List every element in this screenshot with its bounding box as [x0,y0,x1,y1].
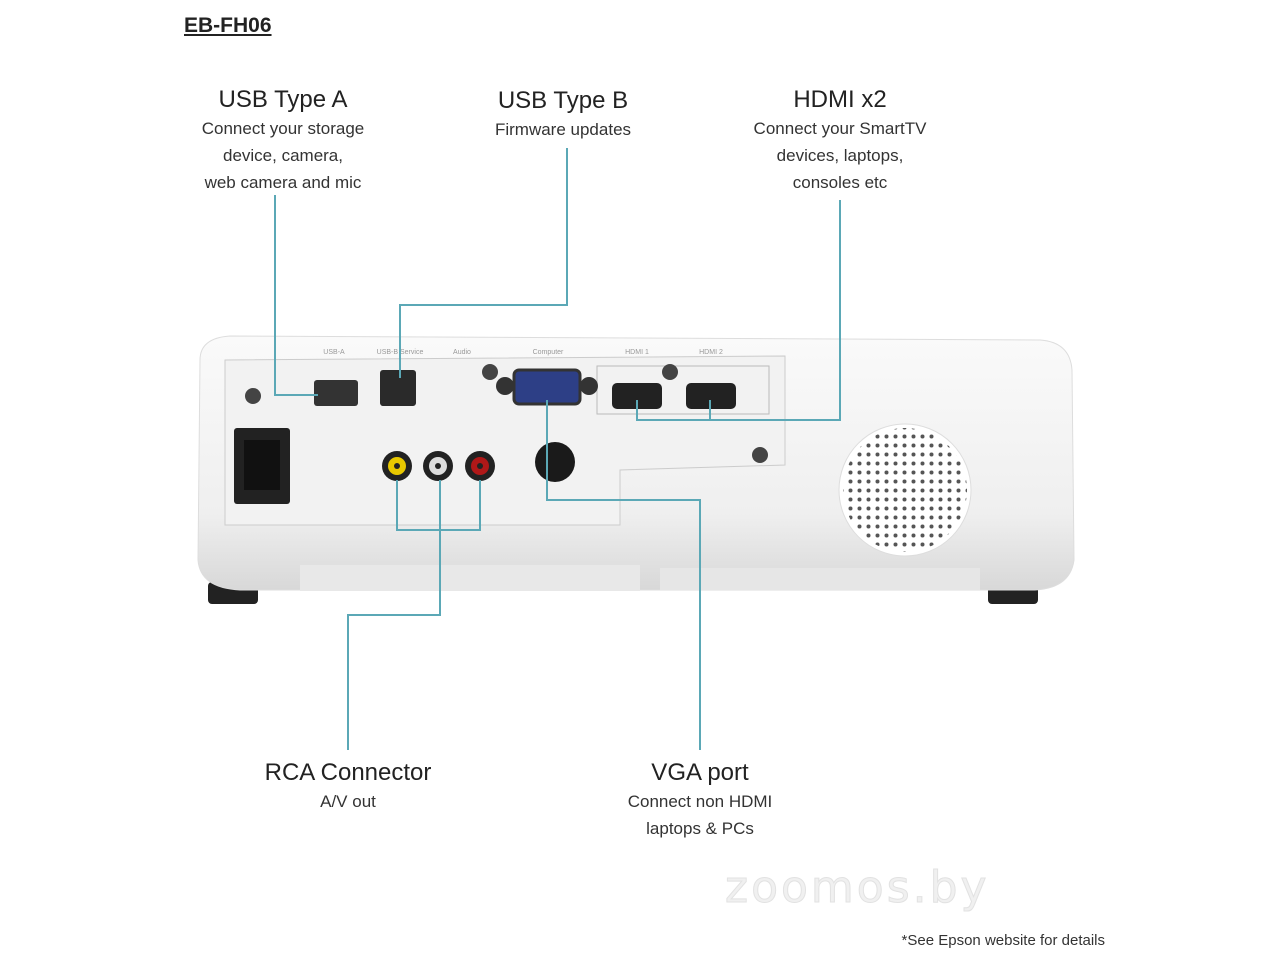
callout-heading: USB Type B [497,87,629,114]
port-label-computer: Computer [533,349,564,356]
usb-b-port [380,370,416,406]
callout-heading: RCA Connector [264,759,432,786]
projector-body: USB-A USB-B Service Audio Computer HDMI … [197,335,1075,604]
hdmi-line [636,200,841,421]
callout-hdmi: HDMI x2 Connect your SmartTV devices, la… [754,85,927,196]
ir-sensor [535,442,575,482]
callout-text: Connect your SmartTV [753,119,927,138]
rca-ports [382,451,495,481]
usb-a-port [314,380,358,406]
usb-a-line [274,195,318,396]
callout-text: consoles etc [792,173,888,192]
usb-b-line [399,148,568,378]
hdmi-2-port [686,383,736,409]
callout-text: laptops & PCs [646,819,754,838]
callout-heading: USB Type A [218,86,348,113]
callout-usb-a: USB Type A Connect your storage device, … [202,85,365,196]
port-label-audio: Audio [453,349,471,356]
callout-text: devices, laptops, [776,146,904,165]
callout-text: Connect non HDMI [627,792,773,811]
watermark: zoomos.by [725,862,990,914]
port-label-hdmi2: HDMI 2 [699,349,723,356]
speaker-grille [838,423,972,557]
callout-lines [274,148,841,750]
callout-text: web camera and mic [204,173,362,192]
callout-text: Connect your storage [201,119,365,138]
model-title: EB-FH06 [184,14,272,37]
screw [245,388,261,404]
port-label-usb-a: USB-A [323,349,345,356]
hdmi-1-port [612,383,662,409]
callout-text: device, camera, [222,146,343,165]
vga-line [546,400,701,750]
rca-line [347,480,441,750]
callout-heading: HDMI x2 [793,86,887,113]
callout-usb-b: USB Type B Firmware updates [495,86,631,143]
power-inlet [234,428,290,504]
callout-text: Firmware updates [494,120,632,139]
callout-vga: VGA port Connect non HDMI laptops & PCs [628,758,773,842]
callout-rca: RCA Connector A/V out [265,758,432,815]
callout-heading: VGA port [651,759,749,786]
footnote: *See Epson website for details [901,932,1105,949]
callout-text: A/V out [320,792,376,811]
port-label-hdmi1: HDMI 1 [625,349,649,356]
